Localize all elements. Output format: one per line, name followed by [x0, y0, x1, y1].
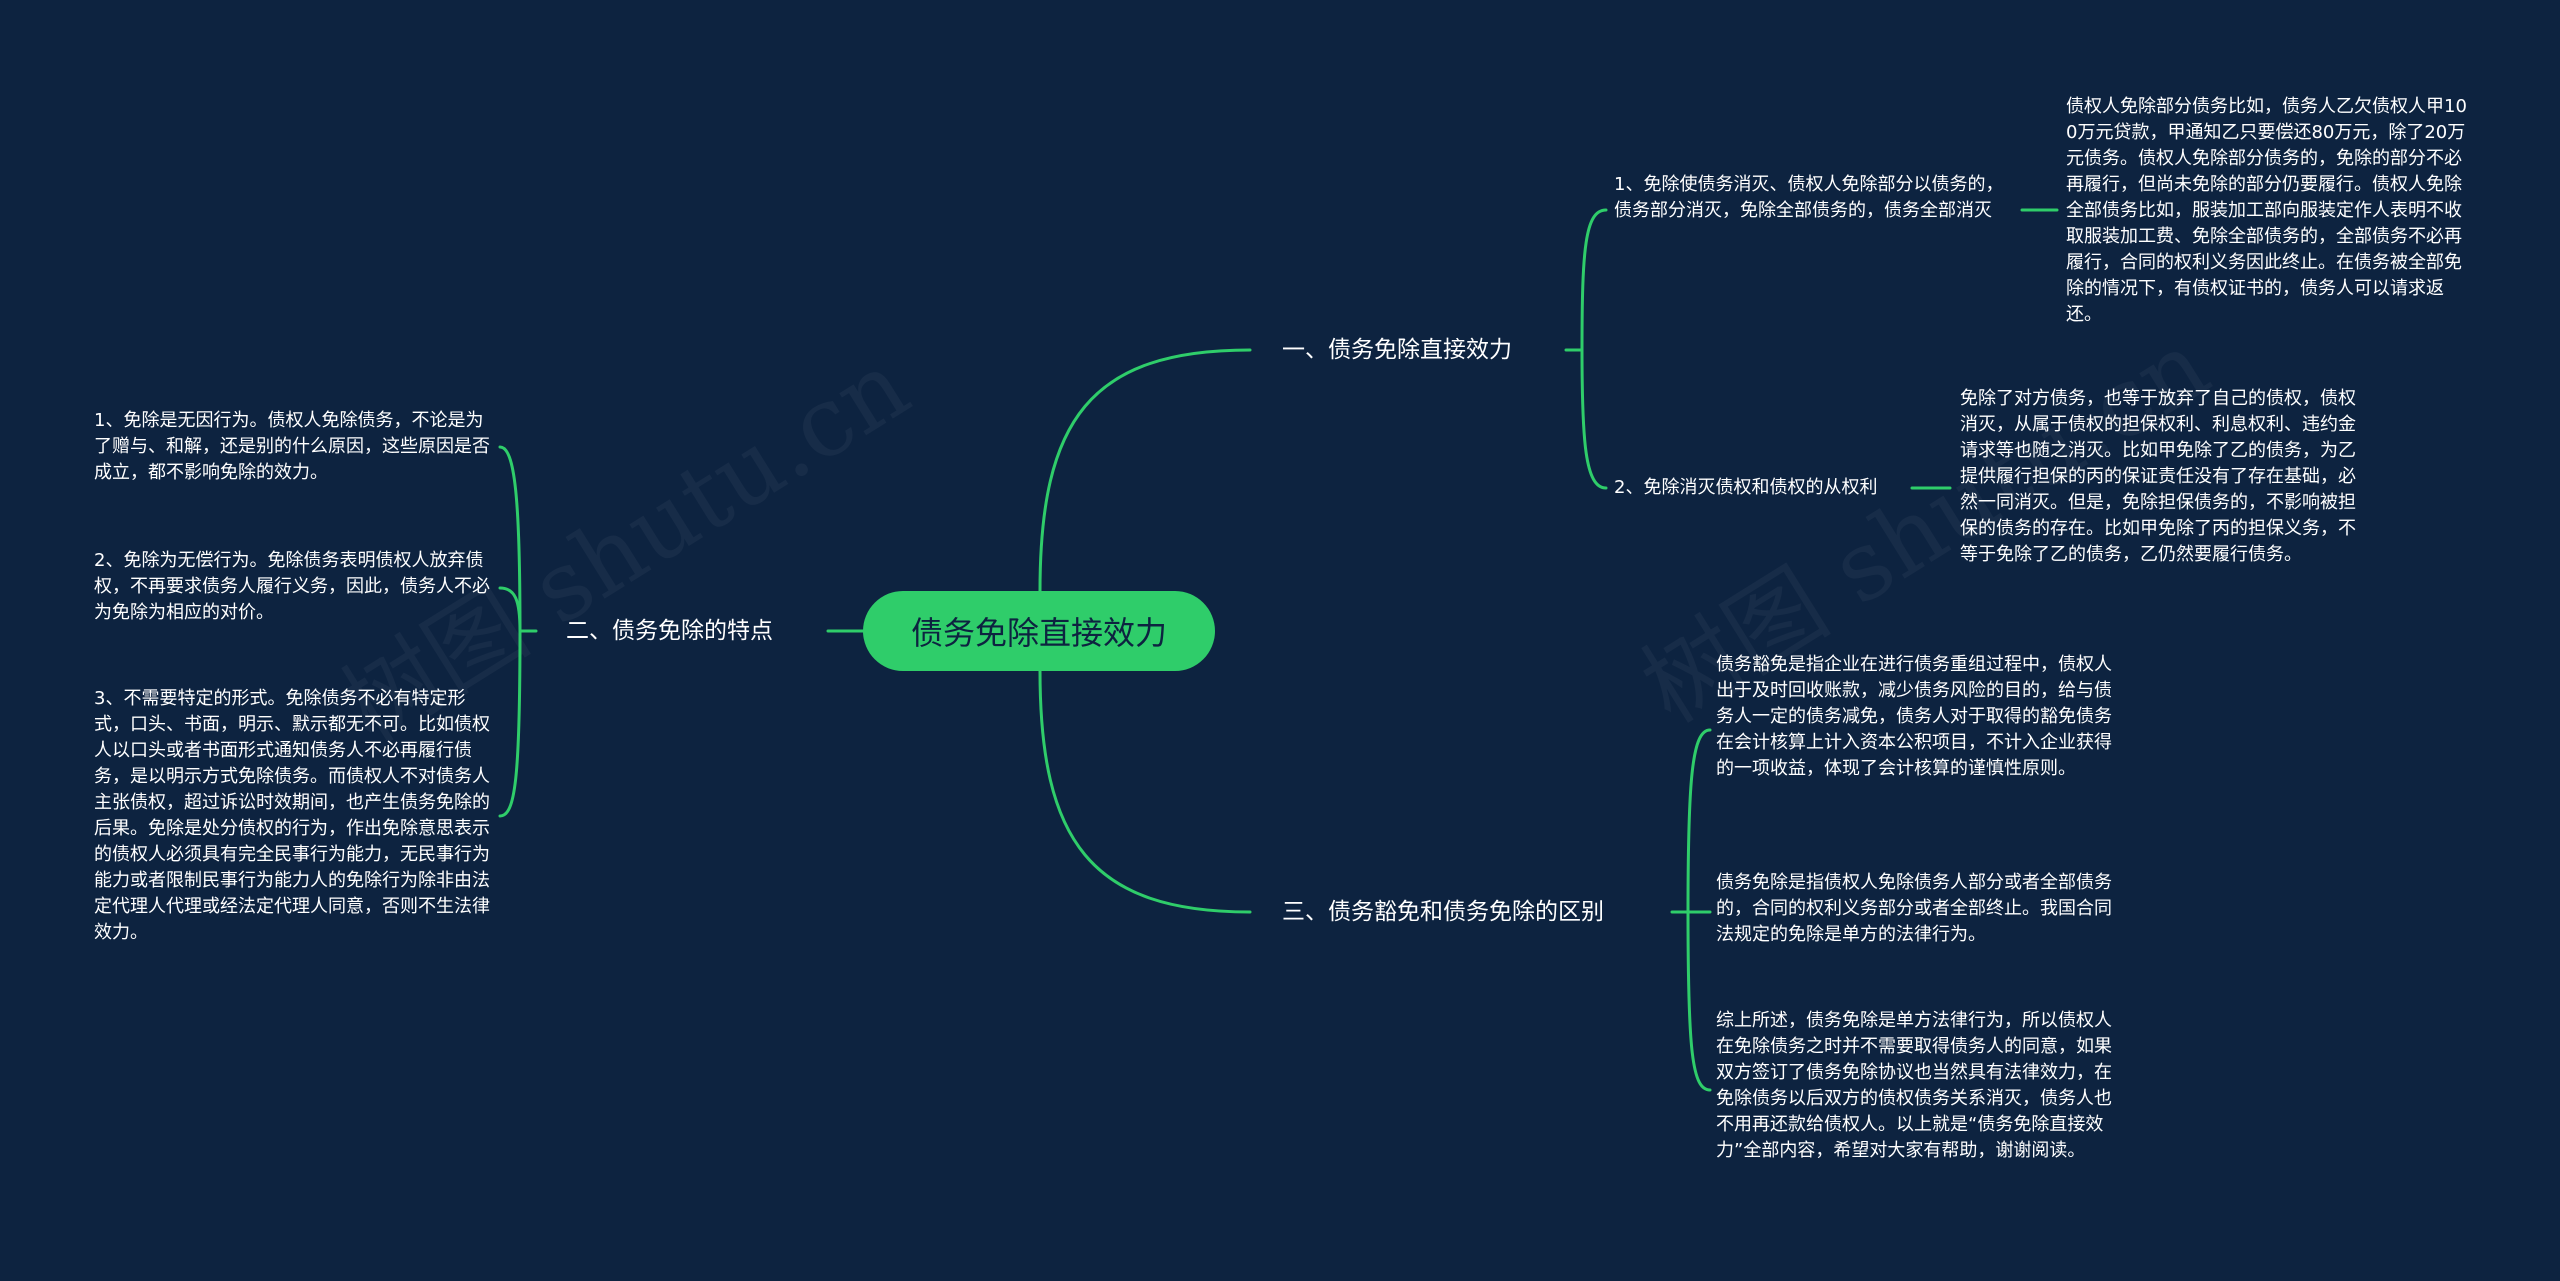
leaf-summary[interactable]: 综上所述，债务免除是单方法律行为，所以债权人在免除债务之时并不需要取得债务人的同…	[1716, 1010, 2112, 1161]
subtopic-accessory-rights[interactable]: 2、免除消灭债权和债权的从权利	[1614, 477, 1878, 498]
leaf-debt-discharge-definition[interactable]: 债务免除是指债权人免除债务人部分或者全部债务的，合同的权利义务部分或者全部终止。…	[1716, 872, 2112, 945]
link-b2-l4	[498, 586, 522, 633]
leaf-no-specific-form[interactable]: 3、不需要特定的形式。免除债务不必有特定形式，口头、书面，明示、默示都无不可。比…	[94, 688, 490, 943]
link-b3-l6	[1686, 728, 1712, 914]
leaf-debt-forgiveness-definition[interactable]: 债务豁免是指企业在进行债务重组过程中，债权人出于及时回收账款，减少债务风险的目的…	[1716, 654, 2112, 779]
leaf-unconditional-act[interactable]: 1、免除是无因行为。债权人免除债务，不论是为了赠与、和解，还是别的什么原因，这些…	[94, 410, 490, 483]
link-root-b3	[1038, 669, 1252, 914]
leaf-accessory-rights-detail[interactable]: 免除了对方债务，也等于放弃了自己的债权，债权消灭，从属于债权的担保权利、利息权利…	[1960, 388, 2356, 565]
link-b2-l3	[498, 445, 522, 633]
link-root-b1	[1038, 348, 1252, 593]
subtopic-partial-discharge[interactable]: 1、免除使债务消灭、债权人免除部分以债务的，债务部分消灭，免除全部债务的，债务全…	[1614, 174, 2004, 221]
link-b1-s2	[1580, 348, 1608, 490]
branch-direct-effect[interactable]: 一、债务免除直接效力	[1282, 334, 1512, 366]
leaf-partial-discharge-detail[interactable]: 债权人免除部分债务比如，债务人乙欠债权人甲100万元贷款，甲通知乙只要偿还80万…	[2066, 96, 2467, 325]
link-b2-l5	[498, 629, 522, 818]
branch-characteristics[interactable]: 二、债务免除的特点	[566, 615, 773, 647]
link-b3-l8	[1686, 910, 1712, 1092]
branch-label: 二、债务免除的特点	[566, 618, 773, 644]
leaf-gratuitous-act[interactable]: 2、免除为无偿行为。免除债务表明债权人放弃债权，不再要求债务人履行义务，因此，债…	[94, 550, 490, 623]
branch-difference[interactable]: 三、债务豁免和债务免除的区别	[1282, 896, 1604, 928]
root-topic[interactable]: 债务免除直接效力	[863, 591, 1215, 671]
root-topic-label: 债务免除直接效力	[910, 614, 1167, 652]
branch-label: 三、债务豁免和债务免除的区别	[1282, 899, 1604, 925]
branch-label: 一、债务免除直接效力	[1282, 337, 1512, 363]
link-b1-s1	[1580, 208, 1608, 352]
